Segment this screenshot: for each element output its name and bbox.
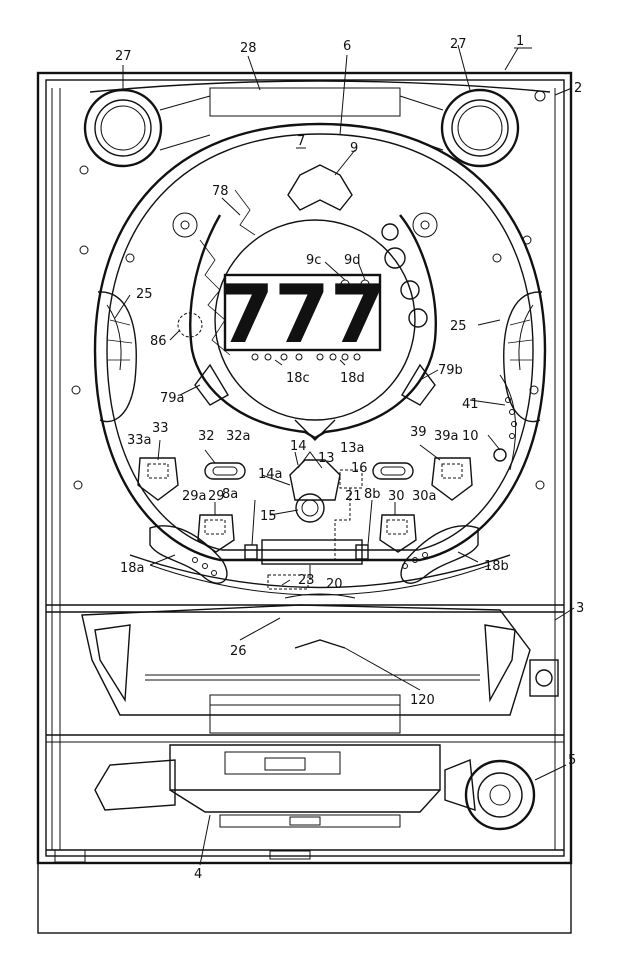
attacker [245,540,368,598]
ref-3: 3 [576,601,584,616]
ref-18d: 18d [340,371,365,386]
ref-27-right: 27 [450,37,467,52]
ref-25-right: 25 [450,319,467,334]
firing-handle [466,761,534,829]
ref-16: 16 [351,461,368,476]
ref-23: 23 [298,573,315,588]
ref-5: 5 [568,753,576,768]
ref-33: 33 [152,421,169,436]
ref-78: 78 [212,184,229,199]
ref-18a: 18a [120,561,145,576]
ref-27-left: 27 [115,49,132,64]
ref-14a: 14a [258,467,283,482]
ref-79b: 79b [438,363,463,378]
gates [205,463,413,479]
ref-13a: 13a [340,441,365,456]
ref-10: 10 [462,429,479,444]
ref-33a: 33a [127,433,152,448]
ref-1: 1 [516,34,524,49]
ref-18b: 18b [484,559,509,574]
ref-4: 4 [194,867,202,882]
ref-41: 41 [462,397,479,412]
lower-tray [95,745,475,827]
ref-6: 6 [343,39,351,54]
ref-7: 7 [297,134,305,149]
ref-18c: 18c [286,371,310,386]
ref-21: 21 [345,489,362,504]
ref-32: 32 [198,429,215,444]
ref-25-left: 25 [136,287,153,302]
ref-30: 30 [388,489,405,504]
center-display-frame: 777 [178,165,436,440]
upper-tray [82,605,558,733]
ref-26: 26 [230,644,247,659]
display-digits: 777 [219,268,386,361]
ref-8b: 8b [364,487,381,502]
ref-30a: 30a [412,489,437,504]
ref-39a: 39a [434,429,459,444]
ref-13: 13 [318,451,335,466]
ref-39: 39 [410,425,427,440]
ref-9d: 9d [344,253,361,268]
ref-86: 86 [150,334,167,349]
side-rail [494,375,517,470]
ref-29: 29 [208,489,225,504]
outer-frame [38,73,571,933]
ref-20: 20 [326,577,343,592]
ref-9: 9 [350,141,358,156]
ref-120: 120 [410,693,435,708]
ref-28: 28 [240,41,257,56]
ref-29a: 29a [182,489,207,504]
ref-14: 14 [290,439,307,454]
ref-2: 2 [574,81,582,96]
lower-pockets [198,515,416,552]
ref-9c: 9c [306,253,321,268]
ref-32a: 32a [226,429,251,444]
ref-79a: 79a [160,391,185,406]
ref-15: 15 [260,509,277,524]
side-windmill-left [98,292,136,422]
